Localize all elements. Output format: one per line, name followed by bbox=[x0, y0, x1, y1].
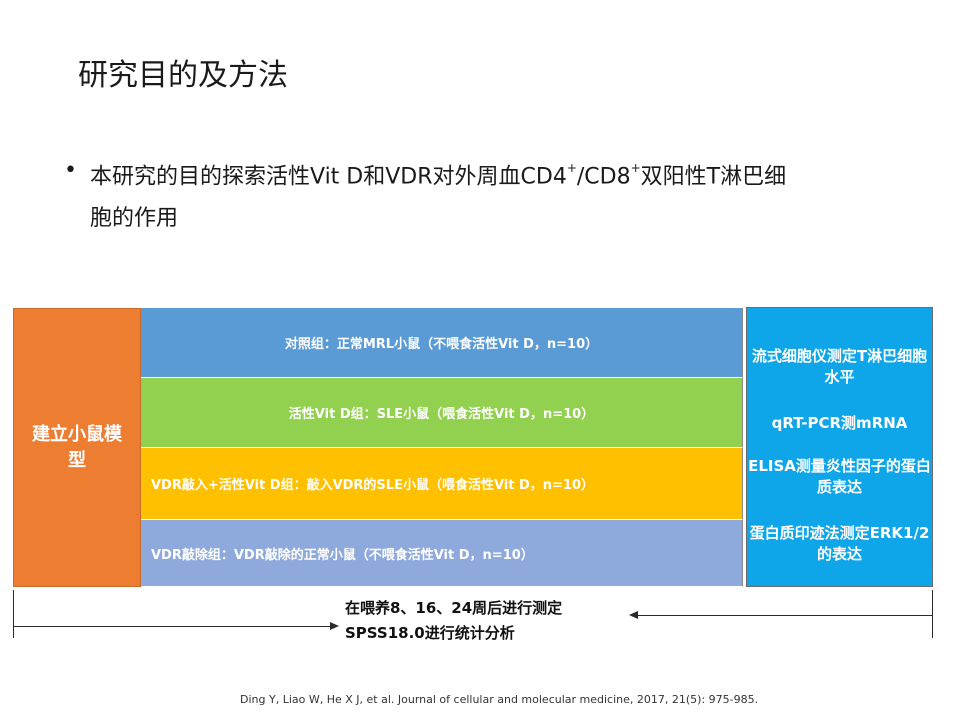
timeline-left-tick bbox=[13, 590, 14, 638]
method-qrt-pcr: qRT-PCR测mRNA bbox=[771, 414, 908, 432]
timeline-line-1: 在喂养8、16、24周后进行测定 bbox=[345, 599, 563, 617]
timeline-right-arrow-line bbox=[638, 615, 932, 616]
group-label: VDR敲除组：VDR敲除的正常小鼠（不喂食活性Vit D，n=10） bbox=[151, 547, 534, 563]
objective-text-part3: 双阳性T淋巴细 bbox=[640, 164, 787, 190]
method-elisa: ELISA测量炎性因子的蛋白质表达 bbox=[748, 457, 931, 496]
arrow-right-icon bbox=[330, 622, 339, 630]
timeline-left-arrow-line bbox=[14, 626, 330, 627]
objective-sup1: + bbox=[566, 161, 577, 175]
group-row-vdr-knockout: VDR敲除组：VDR敲除的正常小鼠（不喂食活性Vit D，n=10） bbox=[141, 520, 743, 587]
bullet-dot-icon: • bbox=[64, 158, 77, 183]
model-box: 建立小鼠模型 bbox=[13, 308, 141, 587]
objective-sup2: + bbox=[630, 161, 641, 175]
group-row-vdr-knockin: VDR敲入+活性Vit D组：敲入VDR的SLE小鼠（喂食活性Vit D，n=1… bbox=[141, 448, 743, 520]
timeline-line-2: SPSS18.0进行统计分析 bbox=[345, 624, 515, 642]
method-western-blot: 蛋白质印迹法测定ERK1/2的表达 bbox=[749, 524, 930, 563]
group-row-control: 对照组：正常MRL小鼠（不喂食活性Vit D，n=10） bbox=[141, 308, 743, 378]
group-label: 活性Vit D组：SLE小鼠（喂食活性Vit D，n=10） bbox=[288, 407, 595, 422]
objective-text-part1: 本研究的目的探索活性Vit D和VDR对外周血CD4 bbox=[90, 164, 567, 190]
objective-text-part2: /CD8 bbox=[576, 164, 631, 190]
group-row-vitd: 活性Vit D组：SLE小鼠（喂食活性Vit D，n=10） bbox=[141, 378, 743, 448]
model-label: 建立小鼠模型 bbox=[32, 423, 122, 471]
objective-text: 本研究的目的探索活性Vit D和VDR对外周血CD4+/CD8+双阳性T淋巴细 … bbox=[90, 150, 930, 240]
group-label: 对照组：正常MRL小鼠（不喂食活性Vit D，n=10） bbox=[284, 337, 599, 352]
page-title: 研究目的及方法 bbox=[78, 58, 288, 93]
citation: Ding Y, Liao W, He X J, et al. Journal o… bbox=[240, 693, 759, 706]
group-label: VDR敲入+活性Vit D组：敲入VDR的SLE小鼠（喂食活性Vit D，n=1… bbox=[151, 478, 595, 493]
timeline-right-tick bbox=[932, 590, 933, 638]
timeline-text: 在喂养8、16、24周后进行测定 SPSS18.0进行统计分析 bbox=[345, 596, 562, 646]
methods-box: 流式细胞仪测定T淋巴细胞水平 qRT-PCR测mRNA ELISA测量炎性因子的… bbox=[746, 307, 933, 587]
objective-text-line2: 胞的作用 bbox=[90, 206, 179, 232]
arrow-left-icon bbox=[629, 611, 638, 619]
method-flow-cytometry: 流式细胞仪测定T淋巴细胞水平 bbox=[751, 347, 928, 386]
